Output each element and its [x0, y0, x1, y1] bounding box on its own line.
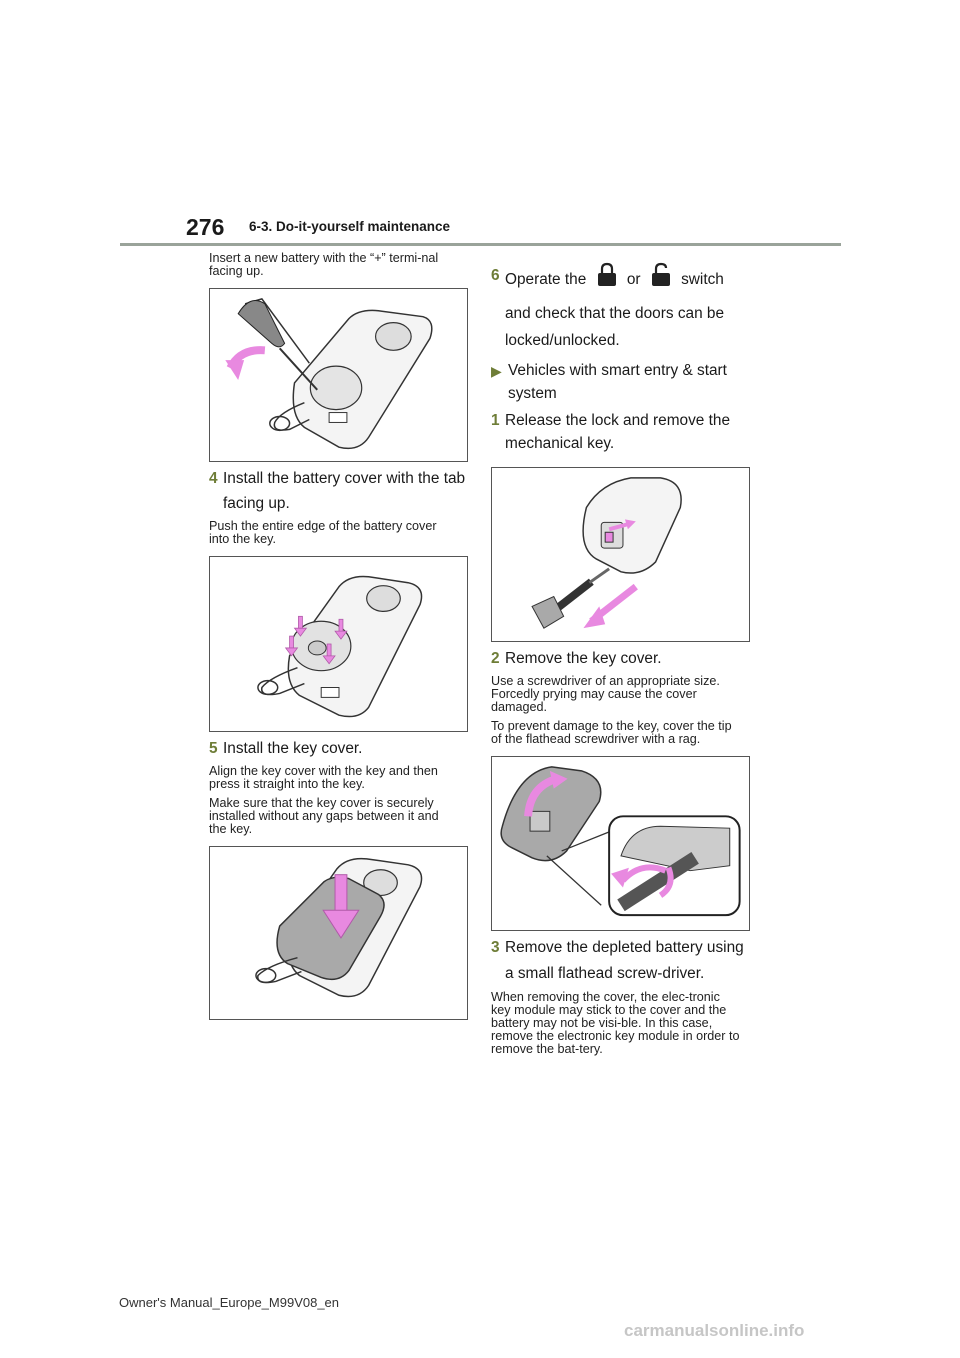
step-number: 5: [209, 740, 218, 757]
step-5-note-1: Align the key cover with the key and the…: [209, 764, 438, 791]
step-number: 3: [491, 939, 500, 956]
figure-insert-battery: [209, 288, 468, 462]
step-number: 2: [491, 650, 500, 667]
footer-manual-id: Owner's Manual_Europe_M99V08_en: [119, 1295, 340, 1310]
step-5-note-2: Make sure that the key cover is securely…: [209, 796, 439, 836]
step-6: 6 Operate the or switch and check that t…: [491, 262, 753, 355]
step-4-note: Push the entire edge of the battery cove…: [209, 519, 437, 546]
step-6-text-before: Operate the: [505, 271, 587, 289]
step-text: Remove the key cover.: [505, 650, 662, 667]
step-number: 1: [491, 412, 500, 429]
lock-icon: [596, 262, 618, 298]
step-text: Remove the depleted battery using a smal…: [505, 939, 744, 982]
step-2-note-2: To prevent damage to the key, cover the …: [491, 719, 732, 746]
figure-key-cover: [209, 846, 468, 1020]
step-text: Install the battery cover with the tab f…: [223, 470, 466, 512]
section-title: 6-3. Do-it-yourself maintenance: [249, 219, 451, 234]
step-5: 5 Install the key cover.: [209, 736, 471, 761]
right-column: 6 Operate the or switch and check that t…: [491, 262, 753, 1062]
key-battery-illustration: [225, 298, 433, 450]
remove-key-cover-illustration: [500, 766, 741, 917]
step-2: 2 Remove the key cover.: [491, 646, 753, 671]
intro-text: Insert a new battery with the “+” termi-…: [209, 251, 439, 278]
step-text: Install the key cover.: [223, 740, 363, 757]
step-4: 4 Install the battery cover with the tab…: [209, 466, 471, 516]
bullet-heading: ▶ Vehicles with smart entry & start syst…: [491, 359, 753, 405]
key-cover-illustration: [255, 857, 423, 998]
bullet-heading-text: Vehicles with smart entry & start system: [508, 362, 727, 402]
figure-battery-cover: [209, 556, 468, 732]
page-number: 276: [186, 214, 225, 240]
step-number: 4: [209, 470, 218, 487]
left-column: Insert a new battery with the “+” termi-…: [209, 252, 471, 1020]
step-6-text-rest: and check that the doors can be locked/u…: [505, 305, 725, 349]
step-text: Release the lock and remove the mechanic…: [505, 412, 731, 452]
unlock-icon: [650, 262, 672, 298]
step-6-text-after: switch: [681, 271, 724, 289]
step-number: 6: [491, 267, 500, 284]
header-rule: [120, 243, 841, 246]
figure-remove-key-cover: [491, 756, 750, 931]
step-3-note: When removing the cover, the elec-tronic…: [491, 990, 740, 1056]
step-1: 1 Release the lock and remove the mechan…: [491, 409, 753, 455]
watermark: carmanualsonline.info: [624, 1321, 805, 1340]
step-3: 3 Remove the depleted battery using a sm…: [491, 935, 753, 987]
mechanical-key-illustration: [531, 477, 682, 629]
step-2-note-1: Use a screwdriver of an appropriate size…: [491, 674, 720, 714]
step-6-text-mid: or: [626, 271, 641, 289]
battery-cover-illustration: [257, 575, 423, 718]
triangle-right-icon: ▶: [491, 363, 502, 379]
figure-mechanical-key: [491, 467, 750, 642]
